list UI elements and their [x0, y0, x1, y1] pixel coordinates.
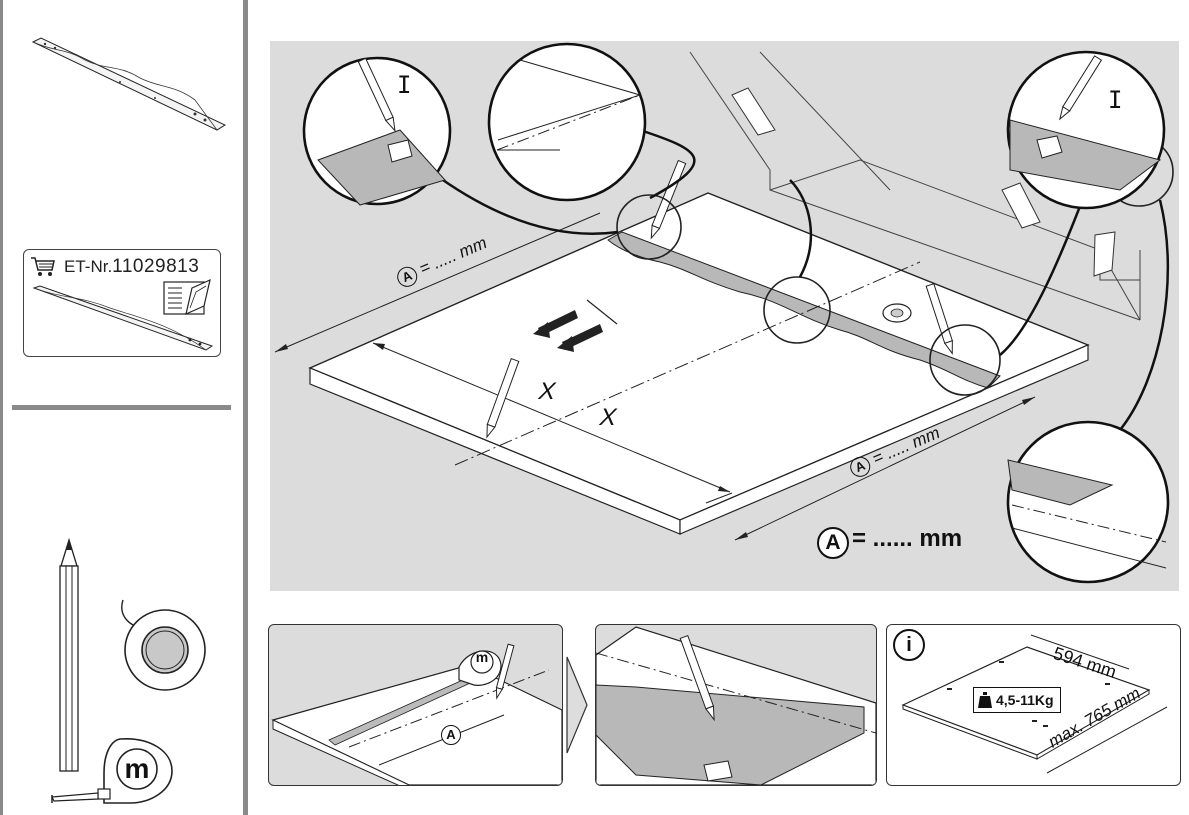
weight-badge: 4,5-11Kg: [973, 687, 1061, 713]
info-panel: i 594 mm max. 765 mm 4,5-11Kg: [886, 624, 1181, 786]
inset-label-left: I: [397, 71, 412, 99]
tape-measure-icon: [51, 738, 173, 804]
info-icon: i: [906, 634, 912, 656]
main-illustration: [274, 42, 1174, 584]
weight-label: 4,5-11Kg: [996, 692, 1054, 708]
step-measure-illustration: [271, 643, 562, 785]
step1-badge: A: [441, 725, 461, 745]
step-panel-mark: [595, 624, 877, 786]
step-mark-illustration: [596, 626, 876, 785]
part-number-box: ET-Nr.11029813: [23, 249, 221, 357]
part-number: 11029813: [112, 256, 200, 277]
measure-badge: A: [817, 527, 849, 559]
sidebar-divider: [243, 0, 248, 815]
measure-letter: A: [825, 531, 841, 554]
measure-text: = ...... mm: [852, 525, 963, 552]
inset-label-right: I: [1108, 86, 1123, 114]
tape-measure-letter: m: [124, 753, 150, 784]
part-label: ET-Nr.: [64, 257, 113, 276]
step1-letter: A: [446, 727, 456, 742]
template-strip-illustration: [31, 37, 227, 131]
pencil-icon: [59, 538, 79, 772]
template-strip-small: [32, 285, 214, 351]
sidebar-left-edge: [0, 0, 3, 815]
weight-icon: [978, 692, 992, 708]
step1-tape-letter: m: [475, 649, 489, 665]
sidebar: ET-Nr.11029813: [0, 0, 250, 815]
adhesive-tape-icon: [121, 599, 206, 691]
main-figure: A = ...... mm A = ..... mm A = ..... mm …: [270, 41, 1179, 591]
sidebar-section-divider: [12, 405, 231, 410]
info-badge: i: [893, 629, 925, 661]
manual-document-icon: [163, 278, 211, 316]
step-arrow-icon: [566, 656, 588, 754]
shopping-cart-icon: [31, 257, 55, 276]
step-panel-measure: m A: [268, 624, 563, 786]
